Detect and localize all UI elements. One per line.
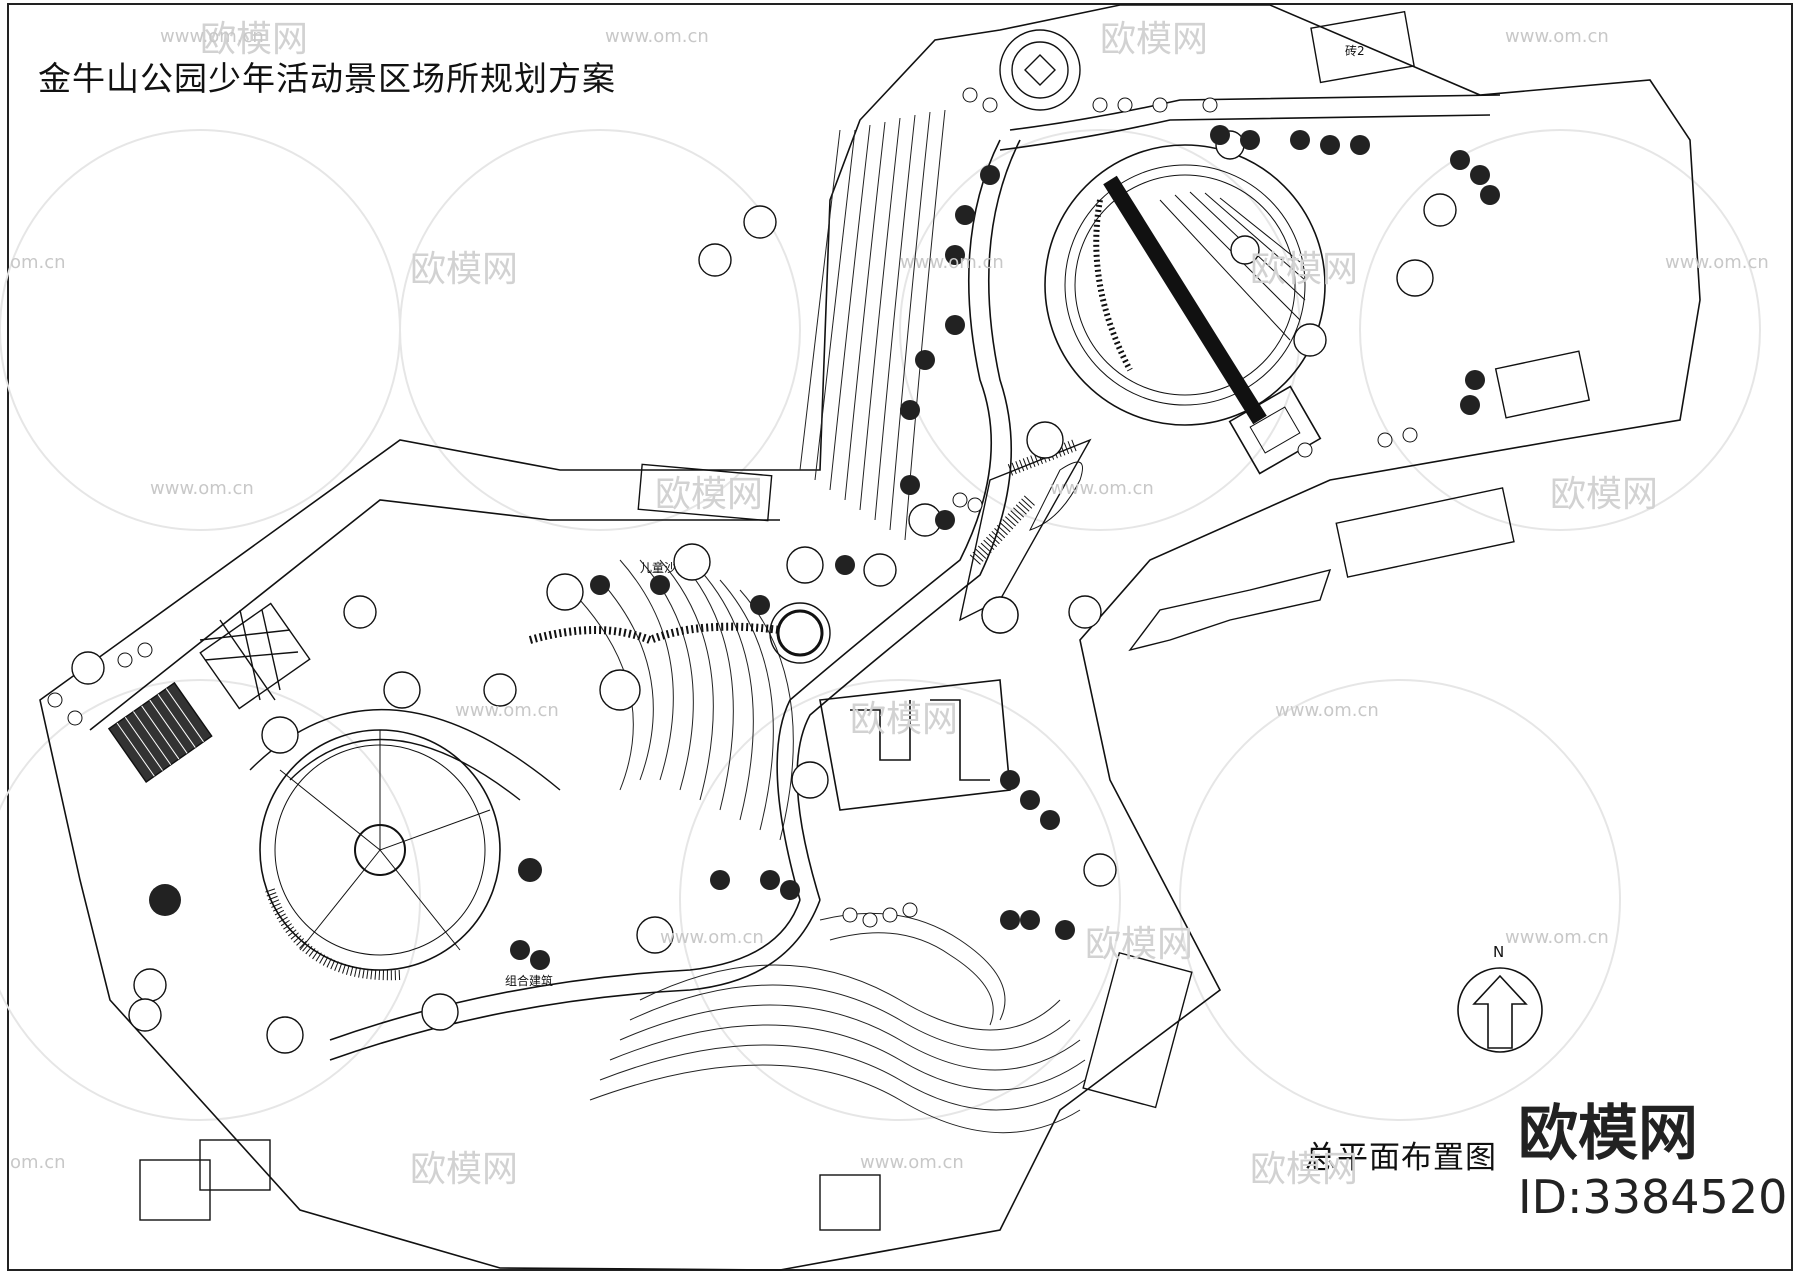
brand-logo-text: 欧模网 xyxy=(1518,1099,1698,1169)
watermark-url: www.om.cn xyxy=(605,26,709,47)
watermark-logo: 欧模网 xyxy=(410,1149,519,1190)
watermark-logo: 欧模网 xyxy=(850,699,959,740)
watermark-url: www.om.cn xyxy=(900,252,1004,273)
watermark-logo: 欧模网 xyxy=(1550,474,1659,515)
plan-subtitle: 总平面布置图 xyxy=(1305,1140,1497,1176)
dark-grid-court xyxy=(107,681,213,783)
watermark-url: www.om.cn xyxy=(455,700,559,721)
watermark-url: www.om.cn xyxy=(860,1152,964,1173)
site-boundary xyxy=(39,4,1701,1271)
north-label: N xyxy=(1493,943,1505,961)
watermark-url-partial: om.cn xyxy=(10,1152,66,1173)
sandpit-label: 儿童沙 xyxy=(640,560,676,575)
grid-playground xyxy=(199,602,311,710)
watermark-url: www.om.cn xyxy=(1665,252,1769,273)
roundabout xyxy=(999,29,1081,111)
watermark-url: www.om.cn xyxy=(1505,927,1609,948)
amphitheatre-top xyxy=(1044,144,1326,475)
amphitheatre-left xyxy=(249,709,561,981)
watermark-logo: 欧模网 xyxy=(1250,1149,1359,1190)
watermark-url-partial: om.cn xyxy=(10,252,66,273)
contour-lines-bottom xyxy=(589,912,1086,1134)
watermark-logo: 欧模网 xyxy=(1085,924,1194,965)
trees xyxy=(47,87,1500,1054)
watermark-url: www.om.cn xyxy=(1275,700,1379,721)
building-label: 砖2 xyxy=(1345,43,1365,58)
watermark-url: www.om.cn xyxy=(1050,478,1154,499)
watermark-logo: 欧模网 xyxy=(1100,19,1209,60)
complex-building-label: 组合建筑 xyxy=(505,973,553,988)
boardwalk xyxy=(528,622,781,645)
north-arrow xyxy=(1457,967,1543,1053)
plan-title: 金牛山公园少年活动景区场所规划方案 xyxy=(38,59,616,98)
watermark-url: www.om.cn xyxy=(160,26,264,47)
sheet-border xyxy=(7,3,1793,1271)
contour-lines-top xyxy=(799,109,946,541)
watermark-url: www.om.cn xyxy=(660,927,764,948)
watermark-url: www.om.cn xyxy=(150,478,254,499)
model-id-text: ID:3384520 xyxy=(1518,1170,1788,1224)
stair-connector xyxy=(959,438,1092,622)
watermark-logo: 欧模网 xyxy=(655,474,764,515)
central-plaza-circle xyxy=(776,609,824,657)
watermark-logo: 欧模网 xyxy=(410,249,519,290)
watermark-logo: 欧模网 xyxy=(1250,249,1359,290)
buildings xyxy=(139,10,1591,1231)
roads xyxy=(329,94,1501,1061)
watermark-url: www.om.cn xyxy=(1505,26,1609,47)
watermark-logo: 欧模网 xyxy=(200,19,309,60)
